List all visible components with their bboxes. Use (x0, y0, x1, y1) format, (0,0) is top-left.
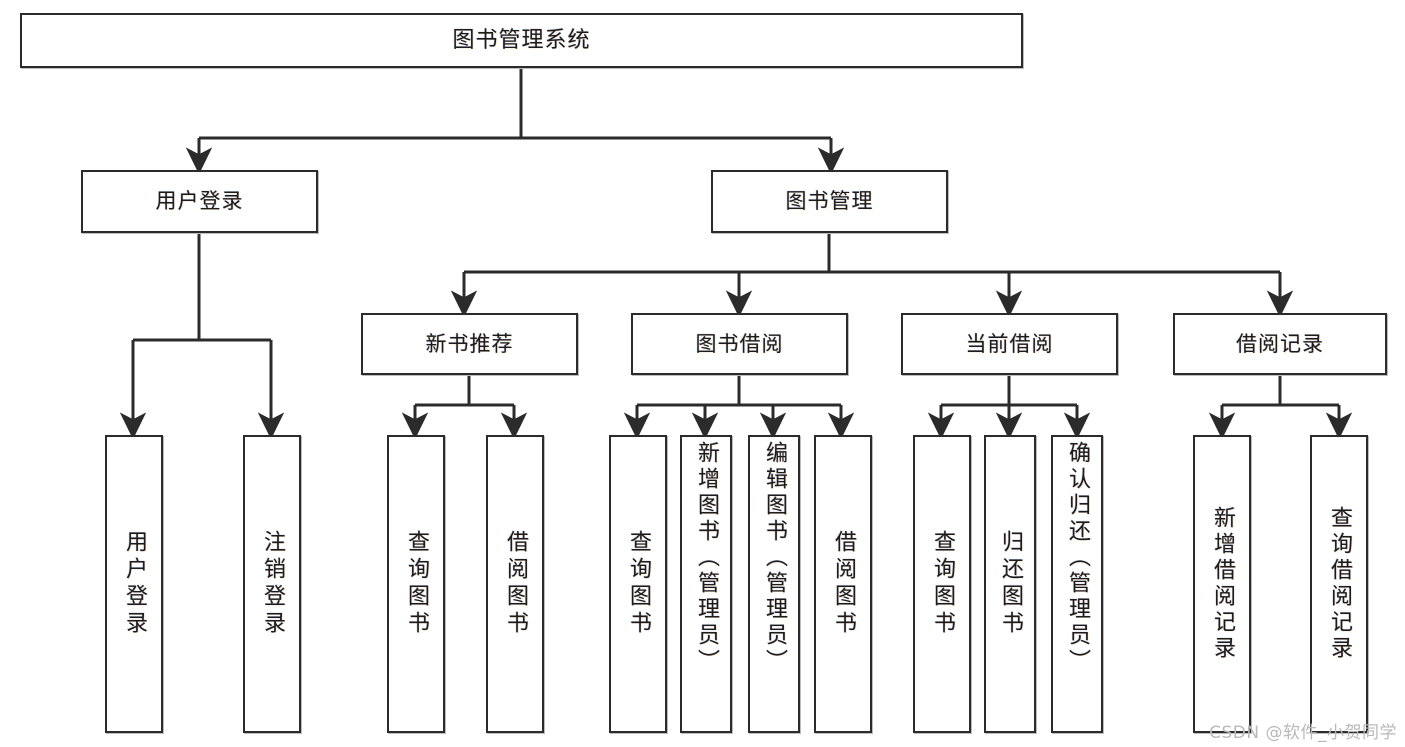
leaf-label: 新增借阅记录 (1210, 506, 1235, 662)
watermark: CSDN @软件_小贺同学 (1209, 723, 1397, 743)
node-user-login[interactable]: 用户登录 (81, 170, 318, 233)
leaf-edit-book-admin[interactable]: 编辑图书（管理员） (748, 435, 800, 733)
node-new-book-recommendation[interactable]: 新书推荐 (361, 313, 578, 375)
leaf-confirm-return-admin[interactable]: 确认归还（管理员） (1051, 435, 1103, 733)
node-label: 借阅记录 (1236, 331, 1324, 356)
leaf-label: 注销登录 (260, 530, 285, 638)
leaf-label: 查询借阅记录 (1327, 506, 1352, 662)
leaf-label: 查询图书 (404, 530, 429, 638)
node-current-borrow[interactable]: 当前借阅 (901, 313, 1118, 375)
node-book-management[interactable]: 图书管理 (711, 170, 948, 233)
leaf-label: 借阅图书 (831, 530, 856, 638)
leaf-add-book-admin[interactable]: 新增图书（管理员） (680, 435, 732, 733)
node-root-book-management-system[interactable]: 图书管理系统 (20, 13, 1023, 68)
node-label: 新书推荐 (425, 331, 514, 356)
leaf-return-book[interactable]: 归还图书 (984, 435, 1036, 733)
leaf-add-borrow-record[interactable]: 新增借阅记录 (1193, 435, 1251, 733)
node-label: 图书管理系统 (452, 27, 591, 53)
node-book-borrow[interactable]: 图书借阅 (631, 313, 848, 375)
leaf-label: 确认归还（管理员） (1065, 441, 1090, 675)
leaf-query-borrow-record[interactable]: 查询借阅记录 (1310, 435, 1368, 733)
node-borrow-records[interactable]: 借阅记录 (1173, 313, 1387, 375)
leaf-query-book-recommend[interactable]: 查询图书 (387, 435, 445, 733)
leaf-query-book-current[interactable]: 查询图书 (913, 435, 971, 733)
leaf-logout-login[interactable]: 注销登录 (243, 435, 301, 733)
leaf-label: 用户登录 (122, 530, 147, 638)
node-label: 当前借阅 (965, 331, 1054, 356)
node-label: 图书管理 (785, 189, 874, 214)
leaf-label: 借阅图书 (503, 530, 528, 638)
node-label: 图书借阅 (695, 331, 784, 356)
leaf-label: 查询图书 (626, 530, 651, 638)
leaf-label: 归还图书 (998, 530, 1023, 638)
leaf-query-book-borrow[interactable]: 查询图书 (609, 435, 667, 733)
leaf-user-login[interactable]: 用户登录 (105, 435, 163, 733)
leaf-borrow-book-recommend[interactable]: 借阅图书 (486, 435, 544, 733)
leaf-label: 编辑图书（管理员） (762, 441, 787, 675)
node-label: 用户登录 (155, 189, 244, 214)
leaf-label: 新增图书（管理员） (694, 441, 719, 675)
leaf-label: 查询图书 (930, 530, 955, 638)
leaf-borrow-book[interactable]: 借阅图书 (814, 435, 872, 733)
